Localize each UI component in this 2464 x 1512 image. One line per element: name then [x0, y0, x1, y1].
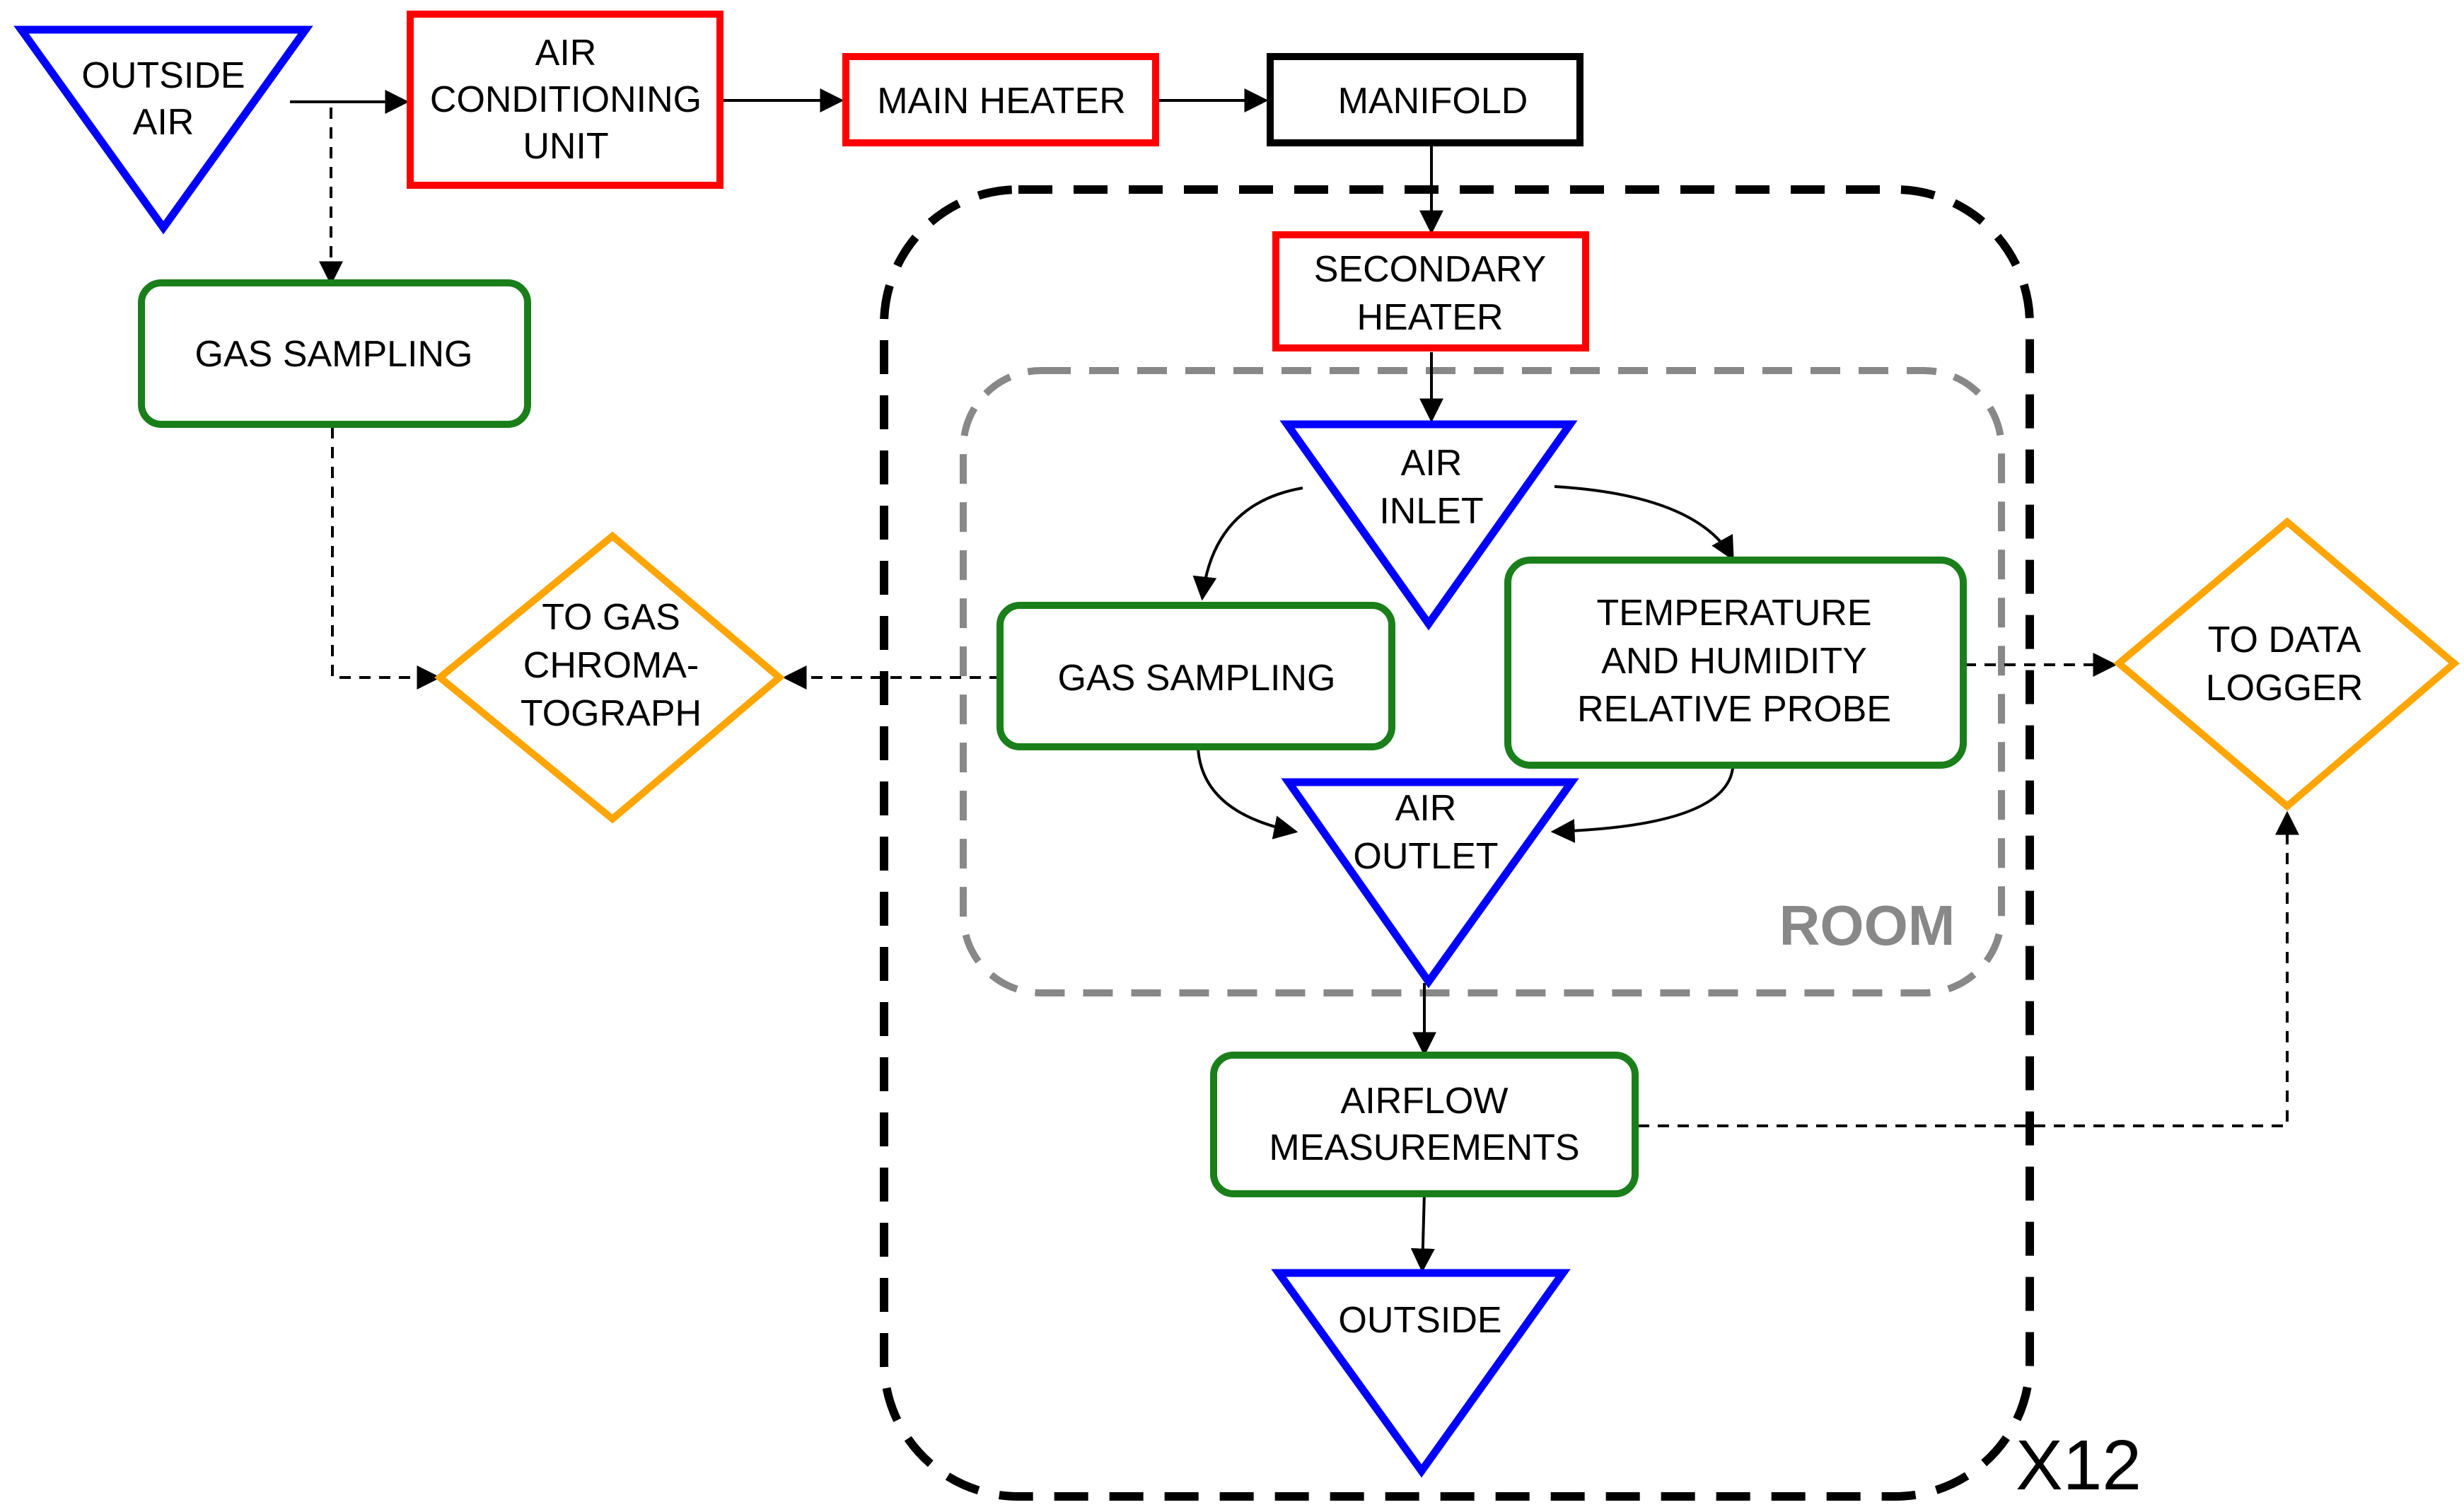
main-heater-label: MAIN HEATER: [877, 81, 1126, 122]
air-outlet-label-2: OUTLET: [1353, 836, 1498, 877]
probe-label-2: AND HUMIDITY: [1601, 641, 1867, 682]
outside-air-node: [13, 25, 313, 235]
to-gas-chromatograph-node: [434, 531, 785, 824]
secondary-heater-label-2: HEATER: [1356, 297, 1503, 338]
chromatograph-label-3: TOGRAPH: [521, 693, 702, 734]
multiplier-label: X12: [2016, 1426, 2142, 1505]
secondary-heater-label-1: SECONDARY: [1314, 249, 1546, 290]
outside-air-label-1: OUTSIDE: [81, 55, 245, 96]
dashed-connectors: [319, 107, 2299, 1127]
air-outlet-node: [1281, 778, 1579, 989]
airflow-label-2: MEASUREMENTS: [1269, 1127, 1579, 1168]
air-inlet-node: [1279, 420, 1578, 631]
to-data-logger-node: [2113, 517, 2460, 811]
room-label: ROOM: [1779, 894, 1955, 957]
data-logger-label-2: LOGGER: [2206, 668, 2364, 709]
temp-humidity-probe-node: [1504, 557, 1967, 769]
manifold-label: MANIFOLD: [1338, 81, 1528, 122]
ac-label-1: AIR: [535, 33, 597, 74]
data-logger-label-1: TO DATA: [2208, 620, 2361, 661]
secondary-heater-node: [1272, 231, 1589, 351]
edge-airflow-to-outside: [1410, 1192, 1435, 1273]
main-heater-node: [842, 53, 1159, 146]
ac-label-3: UNIT: [523, 126, 608, 167]
air-inlet-label-1: AIR: [1401, 443, 1463, 484]
air-outlet-label-1: AIR: [1395, 788, 1457, 829]
edge-inlet-to-gas-sampling: [1192, 487, 1303, 601]
gas-sampling-room-label: GAS SAMPLING: [1058, 658, 1336, 699]
chromatograph-label-2: CHROMA-: [523, 645, 699, 686]
unit-enclosure: [880, 185, 2034, 1501]
outside-label: OUTSIDE: [1338, 1300, 1501, 1341]
probe-label-1: TEMPERATURE: [1596, 593, 1871, 634]
outside-node: [1271, 1269, 1571, 1478]
ac-label-2: CONDITIONING: [430, 79, 702, 120]
probe-label-3: RELATIVE PROBE: [1577, 689, 1891, 730]
edge-gas-sampling-to-chromatograph: [331, 427, 441, 690]
air-conditioning-unit-node: [407, 11, 723, 189]
manifold-node: [1267, 53, 1583, 146]
edge-airflow-to-data-logger: [1638, 810, 2299, 1127]
gas-sampling-room-node: [996, 602, 1395, 750]
room-enclosure: [960, 367, 2005, 996]
edge-inlet-to-probe: [1554, 485, 1734, 561]
airflow-measurements-node: [1210, 1052, 1639, 1197]
edge-gas-sampling-to-outlet: [1197, 748, 1298, 839]
air-inlet-label-2: INLET: [1379, 491, 1483, 532]
chromatograph-label-1: TO GAS: [542, 597, 680, 638]
gas-sampling-outside-label: GAS SAMPLING: [195, 334, 473, 375]
gas-sampling-outside-node: [138, 279, 531, 428]
airflow-label-1: AIRFLOW: [1341, 1081, 1509, 1122]
outside-air-label-2: AIR: [133, 102, 194, 143]
solid-connectors: [290, 88, 1734, 1273]
edge-probe-to-outlet: [1550, 767, 1734, 843]
